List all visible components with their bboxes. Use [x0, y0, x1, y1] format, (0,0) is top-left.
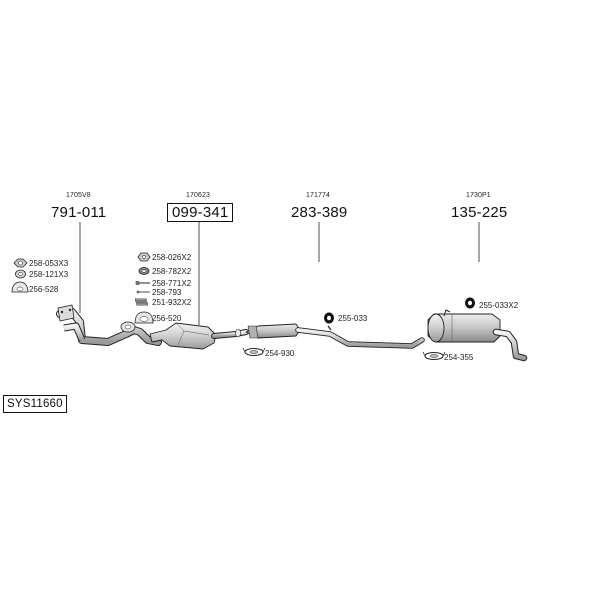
accessory-label-rear-clamp[interactable]: 254-355: [444, 353, 474, 362]
hex-nut-icon[interactable]: [13, 258, 28, 268]
front-pipe[interactable]: [56, 304, 162, 346]
spring-icon[interactable]: [134, 297, 149, 307]
catalytic-converter[interactable]: [149, 322, 249, 350]
rear-silencer-ref: 1730P1: [466, 192, 491, 199]
accessory-label-cat-gasket[interactable]: 256-520: [152, 314, 182, 323]
rear-clamp-icon[interactable]: [422, 351, 446, 360]
accessory-label-nut[interactable]: 258-053X3: [29, 259, 69, 268]
accessory-label-cat-pin[interactable]: 258-793: [152, 288, 182, 297]
catalyst-ref: 170623: [186, 192, 210, 199]
rear-hanger-icon[interactable]: [465, 297, 475, 309]
front-pipe-part-number[interactable]: 791-011: [51, 204, 107, 221]
accessory-label-cat-spring[interactable]: 251-932X2: [152, 298, 192, 307]
accessory-label-cat-washer[interactable]: 258-782X2: [152, 267, 192, 276]
leader-lines: [79, 222, 480, 325]
accessory-label-rear-hanger[interactable]: 255-033X2: [479, 301, 519, 310]
middle-hanger-icon[interactable]: [324, 312, 334, 331]
cat-gasket-icon[interactable]: [134, 311, 154, 324]
accessory-label-middle-hanger[interactable]: 255-033: [338, 314, 368, 323]
washer-icon[interactable]: [15, 269, 26, 279]
pin-icon[interactable]: [136, 290, 150, 294]
middle-silencer-ref: 171774: [306, 192, 330, 199]
cat-washer-icon[interactable]: [138, 267, 150, 275]
accessory-label-cat-bolt[interactable]: 258-771X2: [152, 279, 192, 288]
accessory-label-washer[interactable]: 258-121X3: [29, 270, 69, 279]
accessory-label-middle-clamp[interactable]: 254-930: [265, 349, 295, 358]
middle-silencer[interactable]: [245, 323, 425, 349]
catalyst-part-number[interactable]: 099-341: [167, 203, 234, 222]
rear-silencer-part-number[interactable]: 135-225: [451, 204, 508, 221]
gasket-icon[interactable]: [11, 281, 29, 293]
middle-clamp-icon[interactable]: [242, 347, 266, 356]
front-pipe-ref: 1705V8: [66, 192, 91, 199]
bolt-icon[interactable]: [135, 281, 150, 285]
middle-silencer-part-number[interactable]: 283-389: [291, 204, 348, 221]
accessory-label-cat-nut[interactable]: 258-026X2: [152, 253, 192, 262]
accessory-label-gasket[interactable]: 256-528: [29, 285, 59, 294]
system-code: SYS11660: [3, 395, 67, 413]
rear-silencer[interactable]: [427, 309, 528, 362]
cat-hex-nut-icon[interactable]: [137, 252, 151, 262]
